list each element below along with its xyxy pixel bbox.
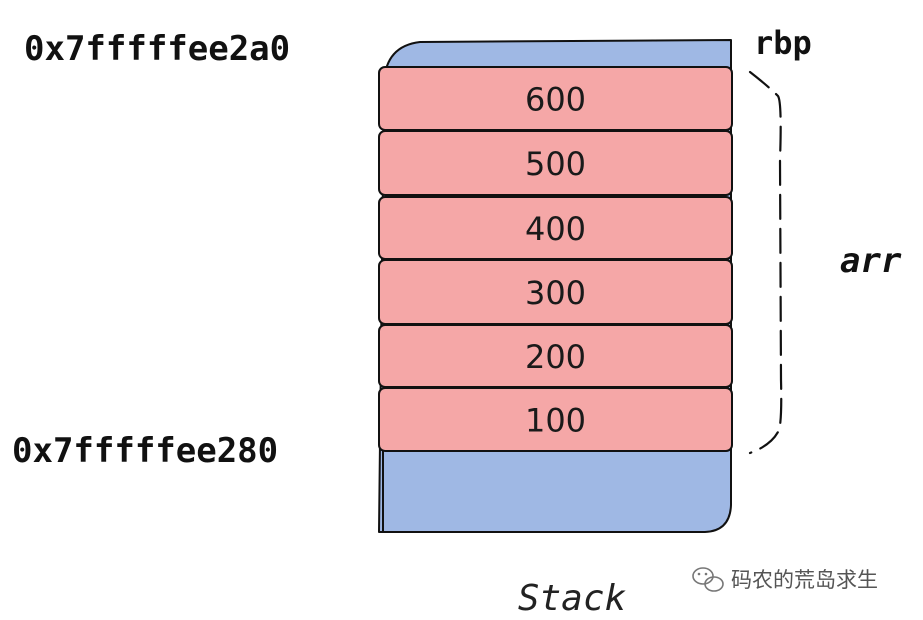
array-cell-value: 500 — [525, 145, 586, 183]
array-cell-value: 600 — [525, 81, 586, 119]
arr-bracket — [748, 70, 783, 455]
wechat-icon — [692, 567, 724, 592]
array-cell-value: 200 — [525, 338, 586, 376]
array-cells: 600 500 400 300 200 100 — [378, 66, 733, 452]
bottom-address-label: 0x7fffffee280 — [12, 431, 278, 471]
arr-label: arr — [840, 241, 902, 281]
rbp-label: rbp — [754, 24, 812, 62]
array-cell-500 — [378, 130, 733, 196]
array-cell-value: 100 — [525, 402, 586, 440]
array-cell-value: 400 — [525, 210, 586, 248]
array-cell-100 — [378, 387, 733, 452]
top-address-label: 0x7fffffee2a0 — [24, 29, 290, 69]
watermark-text: 码农的荒岛求生 — [731, 568, 878, 592]
stack-title: Stack — [518, 578, 627, 619]
watermark: 码农的荒岛求生 — [692, 567, 878, 592]
array-cell-value: 300 — [525, 274, 586, 312]
